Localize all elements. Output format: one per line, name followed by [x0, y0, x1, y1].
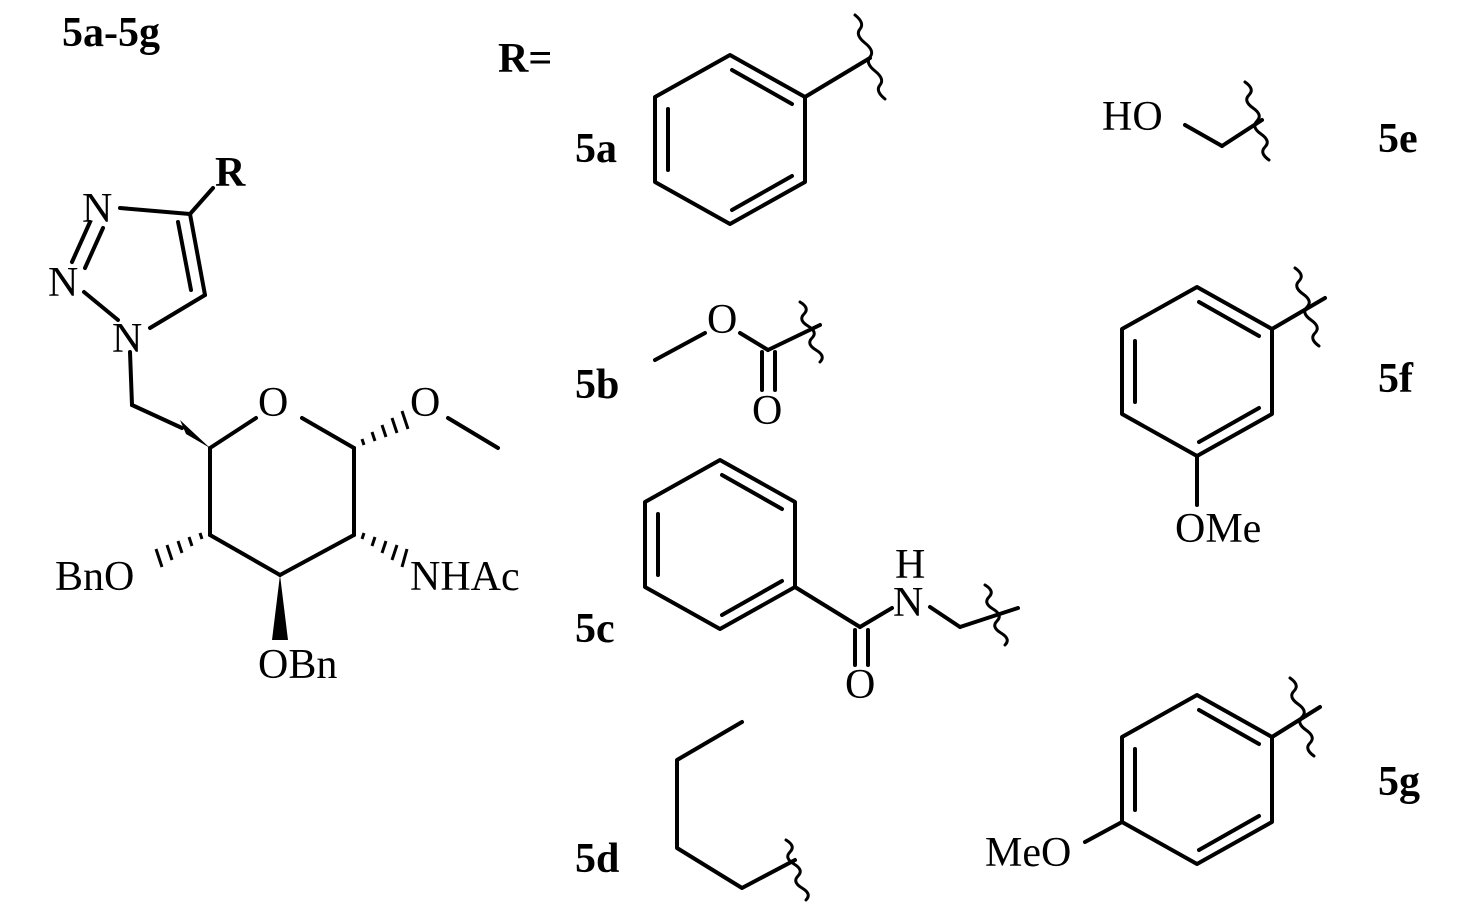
group-bno: BnO [55, 554, 134, 600]
atom-5c-hydrogen: H [895, 542, 925, 588]
substituent-5f: OMe 5f [1120, 266, 1414, 552]
substituent-5a: 5a [575, 13, 887, 226]
label-5f: 5f [1378, 356, 1414, 402]
atom-5b-carbonyl-oxygen: O [752, 388, 782, 434]
hashed-bond-c1 [360, 410, 410, 446]
substituent-5b: O O 5b [575, 297, 824, 434]
group-5e-hydroxyl: HO [1102, 94, 1163, 140]
wavy-attachment-5g [1288, 676, 1316, 758]
atom-ring-oxygen: O [258, 380, 288, 426]
label-5b: 5b [575, 362, 619, 408]
label-5e: 5e [1378, 116, 1418, 162]
group-nhac: NHAc [410, 554, 520, 600]
wavy-attachment-5a [853, 13, 887, 101]
label-5a: 5a [575, 126, 617, 172]
group-5g-methoxy: MeO [985, 830, 1071, 876]
label-5d: 5d [575, 836, 619, 882]
group-5f-methoxy: OMe [1175, 506, 1261, 552]
wavy-attachment-5c [983, 583, 1009, 647]
hashed-bond-c2 [360, 532, 409, 568]
hashed-bond-c4 [154, 532, 204, 568]
wedge-bond-c3 [272, 575, 288, 640]
substituent-r: R [215, 150, 246, 196]
atom-5b-ester-oxygen: O [707, 297, 737, 343]
wavy-attachment-5b [798, 300, 824, 364]
label-5g: 5g [1378, 759, 1420, 805]
atom-n-mid: N [48, 260, 78, 306]
wavy-attachment-5f [1293, 266, 1321, 348]
atom-5c-nitrogen: N [893, 580, 923, 626]
atom-5c-oxygen: O [845, 662, 875, 708]
substituent-5g: MeO 5g [985, 676, 1420, 876]
compound-series-title: 5a-5g [62, 10, 160, 56]
wavy-attachment-5e [1243, 80, 1271, 162]
substituent-5c: H N O 5c [575, 458, 1020, 708]
wedge-bond-c5 [180, 420, 210, 448]
r-equals-label: R= [498, 36, 552, 82]
group-obn: OBn [258, 642, 337, 688]
label-5c: 5c [575, 606, 615, 652]
wavy-attachment-5d [784, 838, 810, 902]
atom-n-top: N [82, 186, 112, 232]
substituent-5e: HO 5e [1102, 80, 1418, 162]
substituent-5d: 5d [575, 720, 810, 902]
core-structure: R N N N O O BnO NHAc OBn [48, 150, 520, 688]
atom-methoxy-oxygen: O [410, 380, 440, 426]
atom-n-ring: N [112, 316, 142, 362]
